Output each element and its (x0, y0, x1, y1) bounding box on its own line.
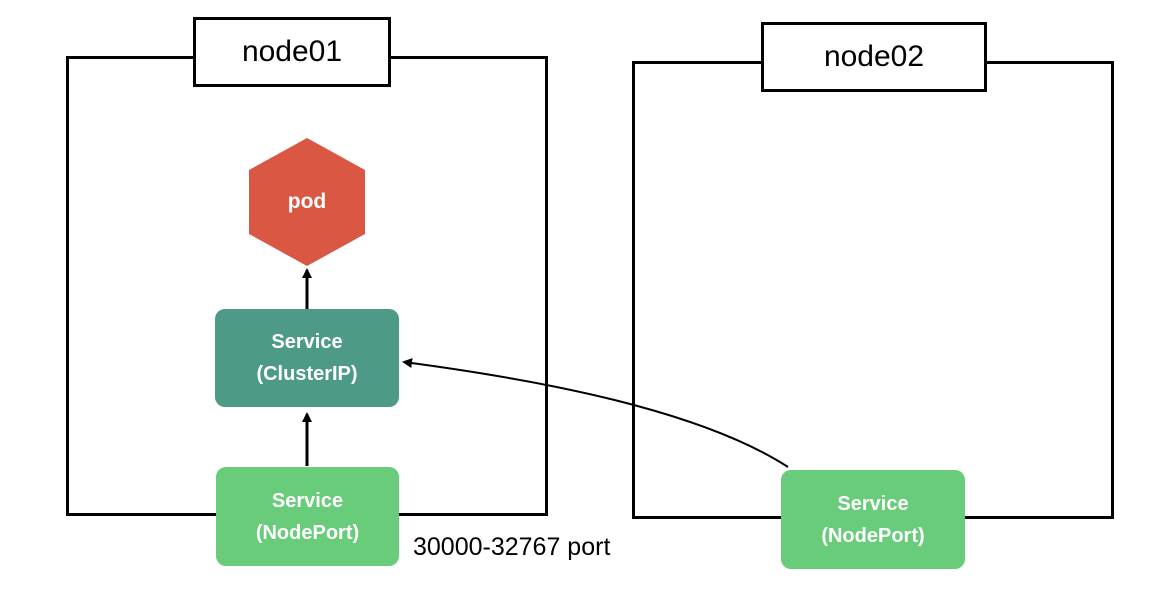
pod-hexagon: pod (249, 138, 365, 266)
node02-title: node02 (761, 22, 987, 92)
service-nodeport-node02: Service (NodePort) (781, 470, 965, 569)
service-nodeport-node02-line1: Service (837, 492, 909, 515)
service-nodeport-node02-line2: (NodePort) (821, 524, 925, 547)
service-clusterip-line1: Service (271, 331, 343, 353)
service-clusterip-line2: (ClusterIP) (256, 363, 358, 385)
service-nodeport-node01: Service (NodePort) (216, 467, 399, 566)
pod-shape (249, 138, 365, 266)
service-nodeport-node01-line1: Service (271, 489, 344, 512)
node01-title: node01 (193, 17, 391, 87)
service-clusterip: Service (ClusterIP) (215, 309, 399, 407)
port-range-label: 30000-32767 port (413, 533, 611, 561)
pod-label: pod (287, 190, 327, 213)
arrow-nodeport2-to-clusterip (402, 358, 789, 468)
service-nodeport-node01-line2: (NodePort) (255, 521, 360, 544)
